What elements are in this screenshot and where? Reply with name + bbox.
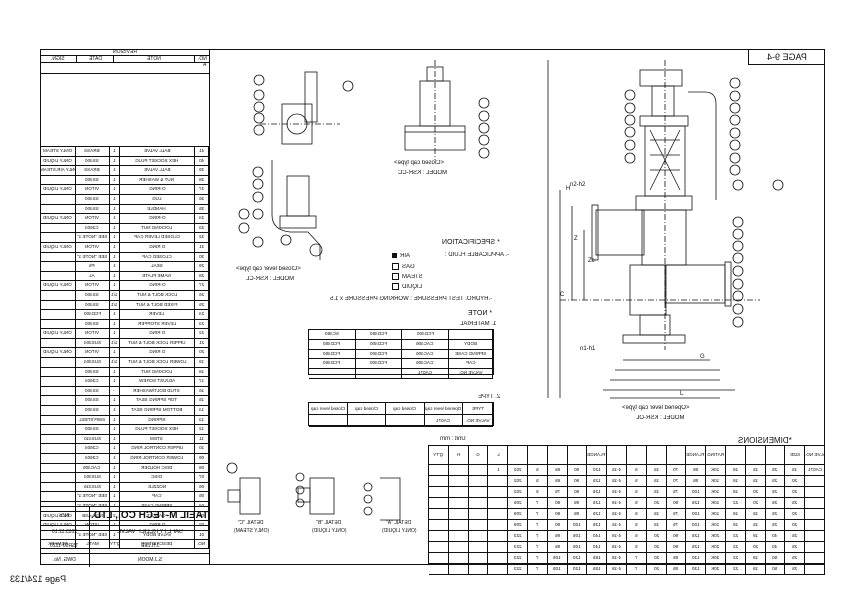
caption-closed-cap: <Closed cap type> bbox=[394, 160, 445, 166]
caption-detail-a: DETAIL "A" bbox=[386, 520, 412, 526]
main-valve-elevation bbox=[547, 60, 760, 399]
part-balloons bbox=[624, 77, 784, 328]
caption-detail-c: DETAIL "C" bbox=[238, 520, 264, 526]
caption-detail-a2: (ONLY LIQUID) bbox=[382, 528, 417, 534]
revision-block: REVISION SIGN. DATE NOTE NO. A bbox=[40, 49, 209, 74]
dimensions-table: Q'TYHGLOUTLET FLANGEINLET FLANGERATINGSI… bbox=[428, 445, 825, 575]
dim-n1h1: n1-h1 bbox=[580, 346, 596, 352]
closed-cap-view bbox=[404, 60, 490, 160]
caption-closed-lever: <Closed lever cap type> bbox=[236, 266, 301, 272]
dims-header: Q'TYHGLOUTLET FLANGEINLET FLANGERATINGSI… bbox=[429, 446, 825, 465]
dim-Zc: Zc bbox=[588, 258, 595, 264]
fluid-gas: GAS bbox=[392, 263, 415, 270]
title-block: N/S TAEIL M-TECH CO., LTD. 2015.12.16 SA… bbox=[40, 506, 210, 567]
caption-closed-lever-model: MODEL : KSR-CL bbox=[246, 276, 295, 282]
caption-detail-b: DETAIL "B" bbox=[316, 520, 342, 526]
parts-list-block: REVISION SIGN. DATE NOTE NO. A ONLY STEA… bbox=[40, 49, 210, 567]
page-code-box: PAGE 9-4 bbox=[748, 49, 825, 65]
caption-detail-b2: (ONLY LIQUID) bbox=[312, 528, 347, 534]
dim-L: L bbox=[680, 391, 684, 397]
detail-views bbox=[226, 462, 401, 521]
closed-lever-side-view bbox=[238, 160, 323, 260]
caption-opened-lever: <Opened lever cap type> bbox=[622, 405, 690, 411]
caption-opened-lever-model: MODEL : KSR-OL bbox=[636, 415, 685, 421]
fluid-liquid: LIQUID bbox=[392, 283, 422, 290]
fluid-steam: STEAM bbox=[392, 273, 423, 280]
drawing-frame bbox=[40, 49, 825, 565]
fluid-air: AIR bbox=[392, 253, 410, 259]
caption-closed-cap-model: MODEL : KSR-CC bbox=[398, 170, 448, 176]
closed-lever-top-view bbox=[253, 71, 354, 145]
dim-n2h2: n2-h2 bbox=[570, 182, 586, 188]
dim-C: C bbox=[560, 292, 565, 298]
caption-detail-c2: (ONLY STEAM) bbox=[234, 528, 270, 534]
dim-Z: Z bbox=[574, 236, 578, 242]
dim-H: H bbox=[566, 186, 570, 192]
dim-G: G bbox=[700, 354, 705, 360]
